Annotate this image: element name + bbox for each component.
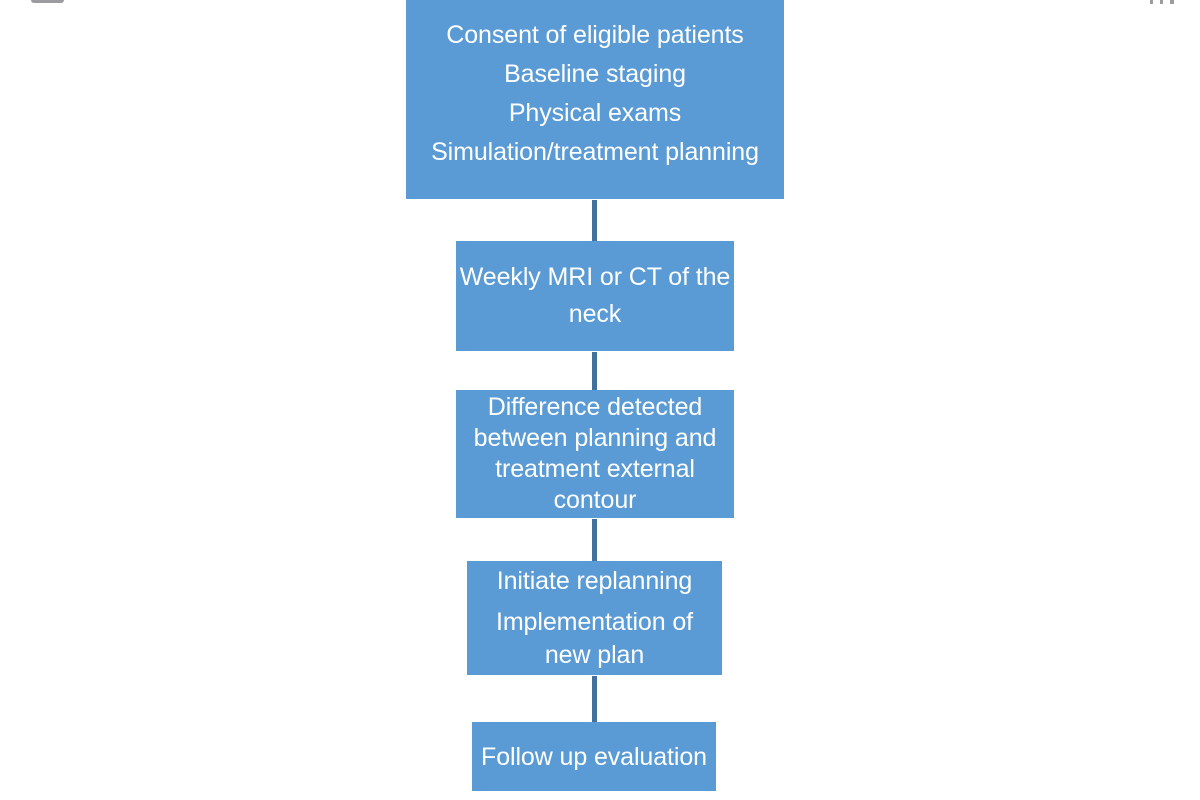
flow-node-difference-line-1: Difference detected xyxy=(487,393,703,421)
flow-node-replanning-line-2: Implementation of xyxy=(495,607,694,636)
flow-node-imaging-text: Weekly MRI or CT of the neck xyxy=(453,259,738,333)
cropped-artifact-top-left xyxy=(31,0,64,3)
flow-node-replanning[interactable]: Initiate replanning Implementation of ne… xyxy=(467,561,722,675)
connector-difference-to-replanning xyxy=(592,519,597,561)
flow-node-difference-text: Difference detected between planning and… xyxy=(459,392,731,516)
flow-node-difference-line-3: treatment external xyxy=(495,455,695,483)
flow-node-followup[interactable]: Follow up evaluation xyxy=(472,722,716,791)
cropped-artifact-top-right-1 xyxy=(1150,0,1153,4)
flow-node-imaging[interactable]: Weekly MRI or CT of the neck xyxy=(456,241,734,351)
connector-consent-to-imaging xyxy=(592,200,597,241)
flow-node-imaging-line-1: Weekly MRI or CT of the xyxy=(459,263,731,291)
flow-node-consent-line-3: Physical exams xyxy=(508,99,682,127)
flow-node-followup-line-1: Follow up evaluation xyxy=(481,742,707,771)
connector-replanning-to-followup xyxy=(592,676,597,722)
flow-node-consent[interactable]: Consent of eligible patients Baseline st… xyxy=(406,0,784,199)
flow-node-consent-line-4: Simulation/treatment planning xyxy=(431,138,759,166)
flow-node-replanning-line-1: Initiate replanning xyxy=(496,566,693,595)
flow-node-consent-line-2: Baseline staging xyxy=(504,60,686,88)
flow-node-imaging-line-2: neck xyxy=(568,300,622,328)
flow-node-difference-line-4: contour xyxy=(553,486,637,514)
flow-node-difference[interactable]: Difference detected between planning and… xyxy=(456,390,734,518)
cropped-artifact-top-right-2 xyxy=(1160,0,1163,4)
flow-node-consent-line-1: Consent of eligible patients xyxy=(446,21,744,49)
connector-imaging-to-difference xyxy=(592,352,597,390)
flow-node-replanning-line-3: new plan xyxy=(544,640,645,669)
cropped-artifact-top-right-3 xyxy=(1170,0,1174,4)
flow-node-difference-line-2: between planning and xyxy=(473,424,717,452)
